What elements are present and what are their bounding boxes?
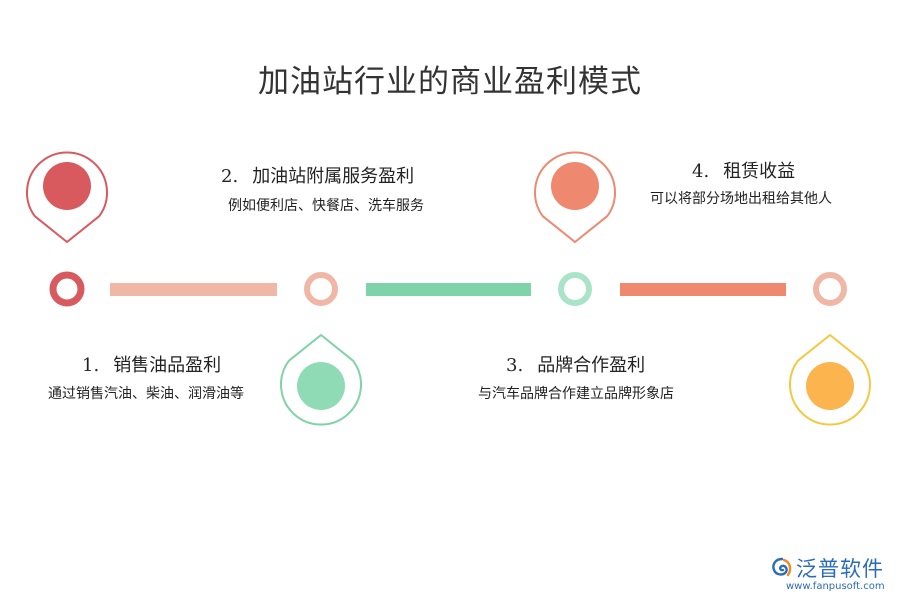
logo-url: www.fanpusoft.com (786, 581, 885, 592)
item-2-title: 加油站附属服务盈利 (252, 166, 415, 187)
item-3-number: 3. (506, 355, 524, 376)
logo-swirl-icon (772, 557, 792, 577)
item-3-heading: 3. 品牌合作盈利 (506, 351, 645, 377)
item-4-number: 4. (692, 161, 710, 182)
item-2-desc: 例如便利店、快餐店、洗车服务 (228, 198, 424, 214)
item-1-number: 1. (82, 355, 100, 376)
item-3-desc: 与汽车品牌合作建立品牌形象店 (478, 386, 674, 402)
logo-name: 泛普软件 (796, 557, 884, 581)
item-1-heading: 1. 销售油品盈利 (82, 351, 221, 377)
item-2-number: 2. (221, 166, 239, 187)
item-4-heading: 4. 租赁收益 (692, 157, 795, 183)
page-title: 加油站行业的商业盈利模式 (258, 64, 642, 100)
item-4-title: 租赁收益 (723, 161, 796, 182)
item-4-desc: 可以将部分场地出租给其他人 (650, 191, 832, 207)
pin-marker-3 (534, 151, 616, 243)
item-3-title: 品牌合作盈利 (537, 355, 646, 376)
connector-bar-3 (620, 283, 786, 296)
item-2-heading: 2. 加油站附属服务盈利 (221, 162, 414, 188)
brand-logo: 泛普软件 www.fanpusoft.com (770, 553, 894, 595)
pin-marker-1 (26, 151, 108, 243)
item-1-desc: 通过销售汽油、柴油、润滑油等 (48, 386, 244, 402)
item-1-title: 销售油品盈利 (113, 355, 222, 376)
pin-marker-4 (789, 334, 871, 426)
timeline-node-1 (49, 271, 85, 307)
connector-bar-1 (110, 283, 277, 296)
timeline-node-2 (304, 272, 338, 306)
pin-marker-2 (280, 334, 362, 426)
timeline-node-4 (813, 272, 847, 306)
timeline-node-3 (558, 272, 592, 306)
connector-bar-2 (366, 283, 531, 296)
